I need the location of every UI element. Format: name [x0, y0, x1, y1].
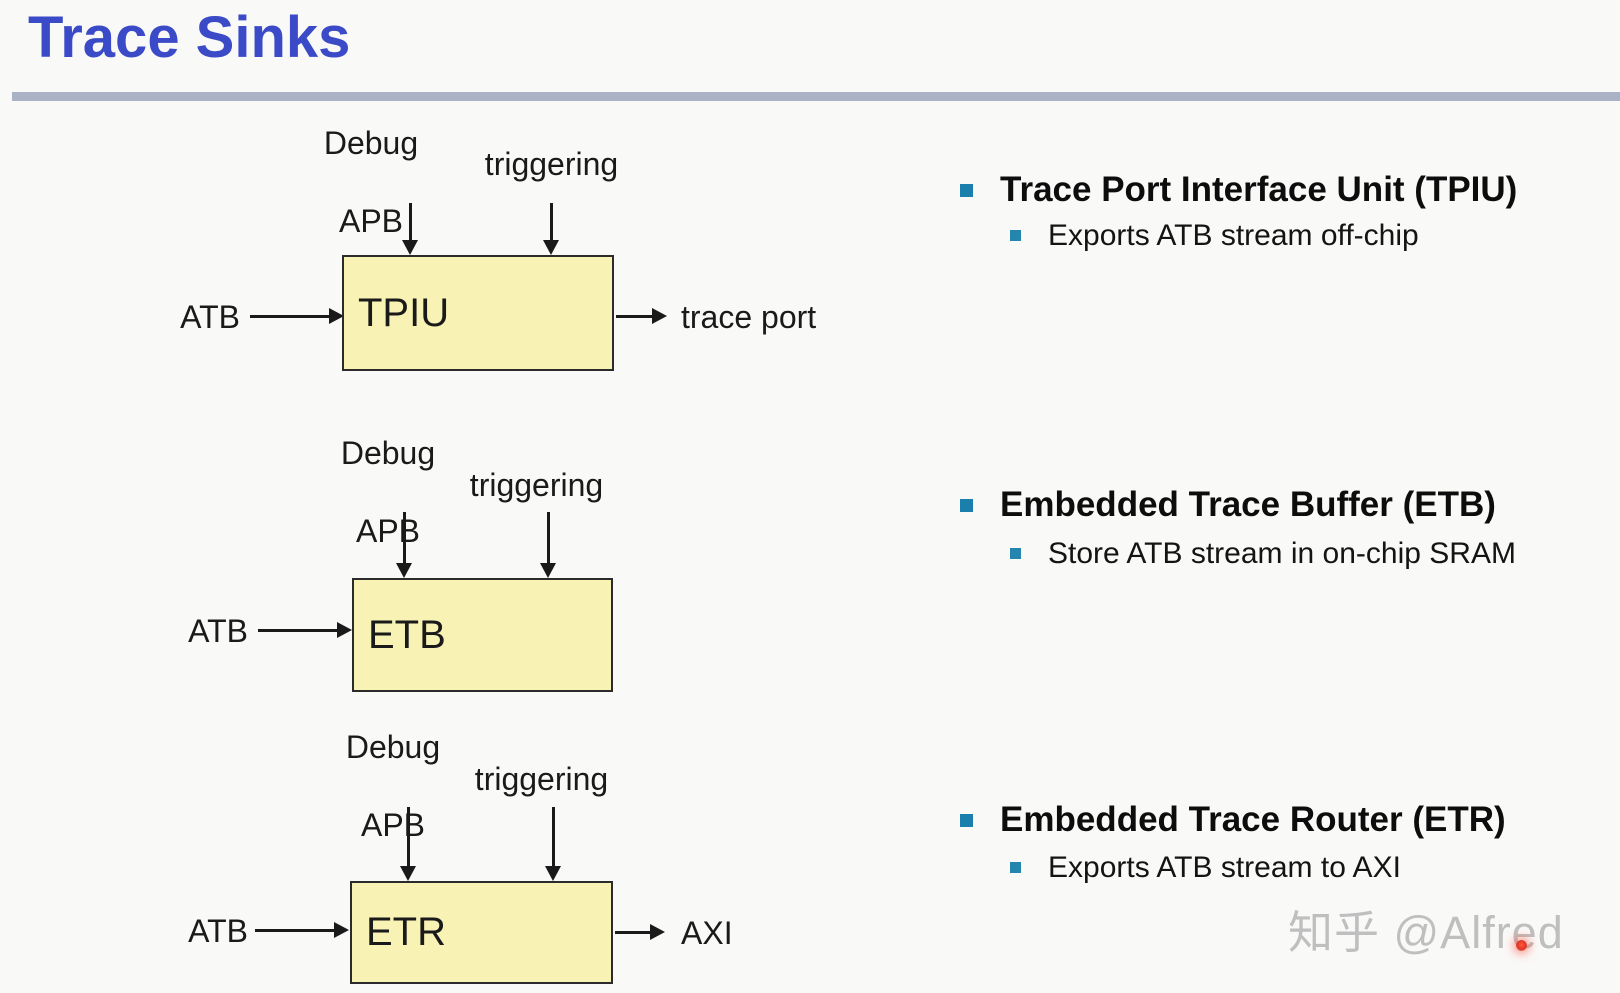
bullet-square-icon: [960, 184, 973, 197]
down-arrow-icon: [400, 807, 417, 881]
axi-label: AXI: [681, 915, 733, 951]
debug-apb-label: Debug APB: [340, 435, 436, 549]
right-arrow-icon: [615, 924, 665, 941]
down-arrow-icon: [543, 203, 560, 255]
triggering-label: triggering: [474, 761, 609, 797]
tpiu-box: TPIU: [342, 255, 614, 371]
atb-label: ATB: [188, 613, 248, 649]
bullet-square-icon: [960, 499, 973, 512]
down-arrow-icon: [402, 203, 419, 255]
down-arrow-icon: [396, 512, 413, 578]
page-title: Trace Sinks: [28, 5, 351, 70]
debug-apb-label: Debug APB: [345, 729, 441, 843]
tpiu-box-label: TPIU: [358, 291, 450, 335]
triggering-label: triggering: [469, 467, 604, 503]
debug-apb-label: Debug APB: [323, 125, 419, 239]
right-arrow-icon: [258, 622, 352, 639]
etr-box-label: ETR: [366, 910, 446, 954]
sub-bullet-square-icon: [1010, 230, 1021, 241]
etr-box: ETR: [350, 881, 613, 984]
bullet-subtext: Store ATB stream in on-chip SRAM: [1048, 537, 1516, 570]
sub-bullet-square-icon: [1010, 548, 1021, 559]
right-arrow-icon: [255, 922, 349, 939]
bullet-heading: Embedded Trace Buffer (ETB): [1000, 485, 1496, 524]
down-arrow-icon: [540, 512, 557, 578]
down-arrow-icon: [545, 807, 562, 881]
bullet-subtext: Exports ATB stream to AXI: [1048, 851, 1401, 884]
bullet-square-icon: [960, 814, 973, 827]
right-arrow-icon: [250, 308, 344, 325]
trace-port-label: trace port: [681, 299, 817, 335]
red-dot-icon: [1516, 940, 1527, 951]
right-arrow-icon: [616, 308, 667, 325]
bullet-subtext: Exports ATB stream off-chip: [1048, 219, 1419, 252]
watermark-text: 知乎 @Alfred: [1288, 907, 1564, 958]
title-divider: [12, 92, 1620, 101]
triggering-label: triggering: [484, 146, 619, 182]
atb-label: ATB: [180, 299, 240, 335]
atb-label: ATB: [188, 913, 248, 949]
etb-box: ETB: [352, 578, 613, 692]
sub-bullet-square-icon: [1010, 862, 1021, 873]
bullet-heading: Embedded Trace Router (ETR): [1000, 800, 1506, 839]
etb-box-label: ETB: [368, 613, 446, 657]
bullet-heading: Trace Port Interface Unit (TPIU): [1000, 170, 1518, 209]
